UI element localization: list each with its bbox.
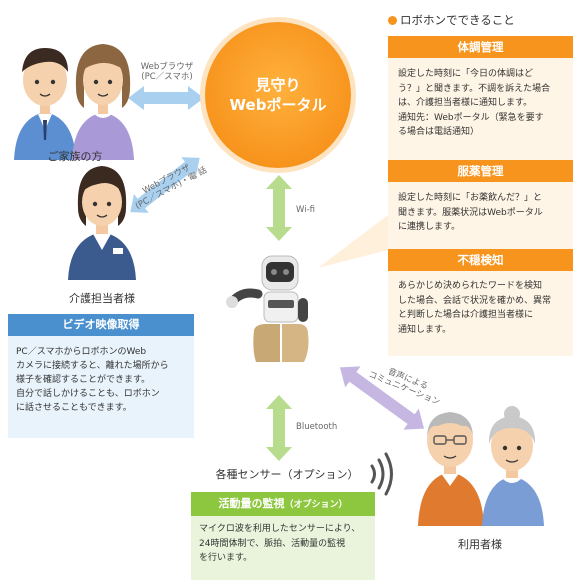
robohon-robot-icon [226, 255, 309, 362]
feature-medication-line: 聞きます。服薬状況はWebポータル [398, 207, 543, 218]
feature-health-line: 設定した時刻に「今日の体調はど [398, 69, 534, 79]
users-label: 利用者様 [458, 538, 502, 551]
family-portal-caption: Webブラウザ (PC／スマホ) [132, 62, 202, 82]
feature-unrest-heading: 不穏検知 [388, 249, 573, 271]
wifi-caption: Wi-fi [296, 205, 316, 215]
caregiver-icon [68, 166, 136, 280]
feature-health-body: 設定した時刻に「今日の体調はど う？」と聞きます。不調を訴えた場合 は、介護担当… [398, 67, 566, 140]
feature-medication-heading: 服薬管理 [388, 160, 573, 182]
video-line: 自分で話しかけることも、ロボホン [16, 389, 160, 399]
portal-title-line1: 見守り [255, 76, 301, 94]
feature-health-line: う？」と聞きます。不調を訴えた場合 [398, 83, 551, 94]
wifi-arrow [266, 175, 292, 241]
activity-line: 24時間体制で、脈拍、活動量の監視 [199, 538, 346, 549]
video-line: PC／スマホからロボホンのWeb [16, 347, 147, 357]
features-panel: 体調管理 設定した時刻に「今日の体調はど う？」と聞きます。不調を訴えた場合 は… [388, 36, 573, 356]
feature-unrest-line: 通知します。 [398, 324, 452, 335]
feature-medication-line: に連携します。 [398, 222, 461, 232]
bluetooth-arrow [266, 395, 292, 461]
web-portal-circle: 見守り Webポータル [205, 22, 351, 168]
feature-medication-line: 設定した時刻に「お薬飲んだ？」と [398, 193, 543, 203]
video-line: 様子を確認することができます。 [16, 375, 151, 385]
sensors-label: 各種センサー（オプション） [215, 468, 359, 481]
elderly-woman-icon [482, 406, 544, 526]
feature-health-line: は、介護担当者様に通知します。 [398, 98, 533, 108]
bluetooth-caption: Bluetooth [296, 422, 338, 432]
feature-health-line: る場合は電話通知） [398, 127, 480, 137]
family-portal-arrow [128, 86, 204, 110]
family-portal-caption-line2: (PC／スマホ) [141, 72, 193, 82]
caregiver-portal-arrow [130, 157, 200, 213]
video-body: PC／スマホからロボホンのWeb カメラに接続すると、離れた場所から 様子を確認… [16, 345, 190, 415]
portal-title-line2: Webポータル [229, 96, 327, 114]
feature-unrest-line: した場合、会話で状況を確かめ、異常 [398, 295, 552, 306]
activity-body: マイクロ波を利用したセンサーにより、 24時間体制で、脈拍、活動量の監視 を行い… [199, 522, 371, 566]
video-heading: ビデオ映像取得 [8, 314, 194, 336]
activity-heading-option: （オプション） [284, 500, 348, 510]
activity-line: マイクロ波を利用したセンサーにより、 [199, 524, 361, 534]
feature-unrest-line: と判断した場合は介護担当者様に [398, 310, 534, 320]
video-line: に話させることもできます。 [16, 403, 132, 413]
wireless-signal-icon [370, 452, 393, 496]
elderly-man-icon [418, 412, 484, 526]
video-line: カメラに接続すると、離れた場所から [16, 361, 169, 371]
activity-heading-main: 活動量の監視 [218, 497, 285, 510]
video-panel [8, 336, 194, 438]
feature-health-line: 通知先：Webポータル（緊急を要す [398, 112, 544, 123]
family-portal-caption-line1: Webブラウザ [140, 62, 194, 72]
feature-health-heading: 体調管理 [388, 36, 573, 58]
voice-arrow [339, 366, 425, 430]
features-title-text: ロボホンでできること [400, 13, 515, 27]
feature-medication-body: 設定した時刻に「お薬飲んだ？」と 聞きます。服薬状況はWebポータル に連携しま… [398, 191, 566, 235]
family-label: ご家族の方 [47, 150, 103, 163]
orange-dot-icon [388, 16, 397, 25]
speech-pointer [318, 215, 388, 268]
feature-unrest-line: あらかじめ決められたワードを検知 [398, 281, 543, 291]
activity-panel [191, 516, 375, 580]
family-man-icon [14, 48, 76, 160]
activity-line: を行います。 [199, 553, 253, 563]
feature-unrest-body: あらかじめ決められたワードを検知 した場合、会話で状況を確かめ、異常 と判断した… [398, 279, 566, 337]
family-woman-icon [72, 44, 134, 160]
caregiver-label: 介護担当者様 [69, 292, 135, 305]
features-title: ロボホンでできること [388, 12, 515, 28]
activity-heading: 活動量の監視（オプション） [191, 492, 375, 516]
